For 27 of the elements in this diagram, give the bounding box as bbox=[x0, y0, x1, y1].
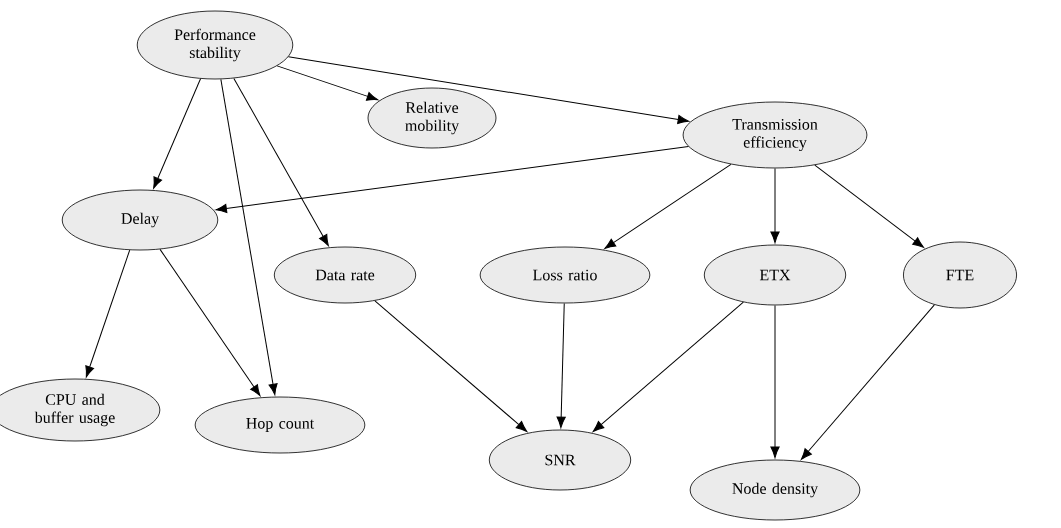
arrow bbox=[814, 164, 924, 248]
ellipse-node: Delay bbox=[61, 189, 219, 251]
ellipse-node: Hop count bbox=[194, 396, 366, 454]
arrow bbox=[770, 167, 780, 244]
arrow bbox=[215, 146, 689, 214]
ellipse-node: FTE bbox=[903, 241, 1017, 309]
arrow bbox=[287, 56, 690, 125]
arrow bbox=[159, 248, 261, 397]
arrow bbox=[233, 77, 329, 247]
ellipse-node: Transmission efficiency bbox=[682, 101, 868, 169]
arrow bbox=[592, 301, 744, 432]
arrow bbox=[220, 78, 278, 396]
arrow bbox=[770, 304, 780, 459]
arrow bbox=[800, 304, 935, 460]
ellipse-node: Relative mobility bbox=[367, 87, 497, 149]
ellipse-node: Node density bbox=[689, 459, 861, 521]
arrow bbox=[556, 302, 566, 429]
arrow bbox=[374, 300, 528, 432]
ellipse-node: ETX bbox=[703, 244, 847, 306]
arrow bbox=[276, 65, 379, 101]
ellipse-node: Loss ratio bbox=[479, 246, 651, 304]
ellipse-node: Data rate bbox=[273, 246, 417, 304]
arrow bbox=[604, 163, 732, 249]
ellipse-node: SNR bbox=[488, 429, 632, 491]
ellipse-node: Performance stability bbox=[136, 10, 294, 80]
arrow bbox=[153, 78, 201, 189]
arrow bbox=[85, 249, 131, 378]
